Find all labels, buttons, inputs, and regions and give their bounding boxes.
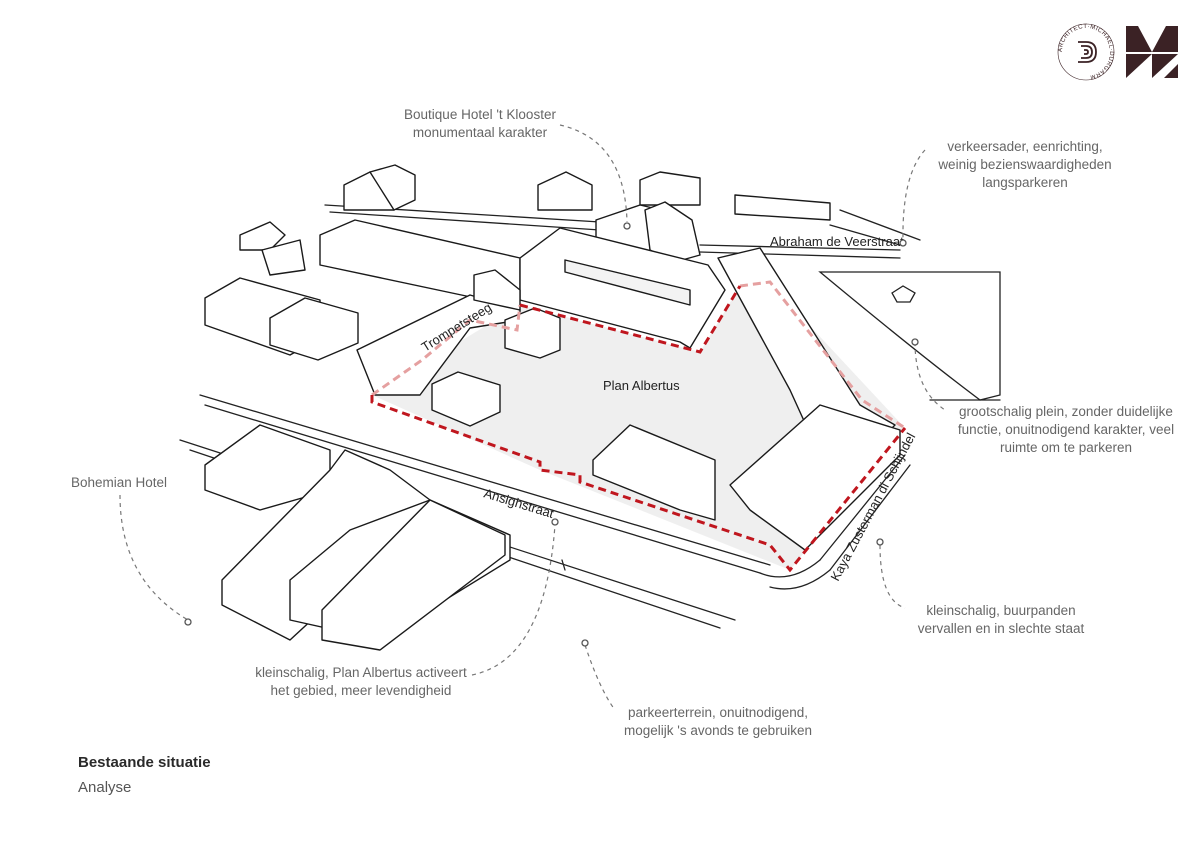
annotation-verkeer-line1: verkeersader, eenrichting, (947, 139, 1103, 154)
annotation-verkeer-line3: langsparkeren (982, 175, 1068, 190)
annotation-buurpanden-line2: vervallen en in slechte staat (917, 621, 1085, 636)
annotation-verkeer: verkeersader, eenrichting, weinig bezien… (925, 138, 1125, 192)
annotation-buurpanden: kleinschalig, buurpanden vervallen en in… (903, 602, 1099, 638)
annotation-bohemian-line1: Bohemian Hotel (71, 475, 168, 490)
annotation-buurpanden-line1: kleinschalig, buurpanden (926, 603, 1076, 618)
triangles-mark-icon (1124, 24, 1180, 80)
annotation-plein: grootschalig plein, zonder duidelijke fu… (945, 403, 1187, 457)
logo-mark (1126, 26, 1178, 78)
annotation-parkeer: parkeerterrein, onuitnodigend, mogelijk … (610, 704, 826, 740)
street-label-ansighstraat: Ansighstraat (482, 486, 556, 522)
annotation-klooster-line1: Boutique Hotel 't Klooster (404, 107, 556, 122)
site-boundary-hidden-east (739, 280, 906, 430)
annotation-plein-line2: functie, onuitnodigend karakter, veel (957, 422, 1175, 437)
logo-seal: ARCHITECT·MICHAEL·DURGARM (1056, 22, 1116, 82)
existing-buildings (204, 164, 901, 651)
caption-subtitle: Analyse (78, 779, 132, 796)
caption-title: Bestaande situatie (78, 754, 211, 771)
annotation-plein-line3: ruimte om te parkeren (999, 440, 1133, 455)
d-monogram-icon: ARCHITECT·MICHAEL·DURGARM (1057, 23, 1115, 81)
site-label: Plan Albertus (603, 378, 680, 393)
site-boundary (519, 285, 742, 354)
annotation-leaders (119, 124, 946, 711)
site-boundary-south (370, 395, 907, 573)
site-boundary-hidden (371, 304, 522, 397)
street-label-abraham: Abraham de Veerstraat (770, 234, 904, 249)
annotation-activeert: kleinschalig, Plan Albertus activeert he… (246, 664, 476, 700)
annotation-bohemian: Bohemian Hotel (71, 474, 211, 492)
annotation-markers (184, 222, 919, 647)
annotation-klooster: Boutique Hotel 't Klooster monumentaal k… (380, 106, 580, 142)
annotation-activeert-line1: kleinschalig, Plan Albertus activeert (255, 665, 467, 680)
annotation-parkeer-line2: mogelijk 's avonds te gebruiken (624, 723, 812, 738)
annotation-klooster-line2: monumentaal karakter (412, 125, 548, 140)
annotation-plein-line1: grootschalig plein, zonder duidelijke (959, 404, 1173, 419)
annotation-activeert-line2: het gebied, meer levendigheid (270, 683, 452, 698)
annotation-parkeer-line1: parkeerterrein, onuitnodigend, (627, 705, 809, 720)
annotation-verkeer-line2: weinig bezienswaardigheden (938, 157, 1112, 172)
